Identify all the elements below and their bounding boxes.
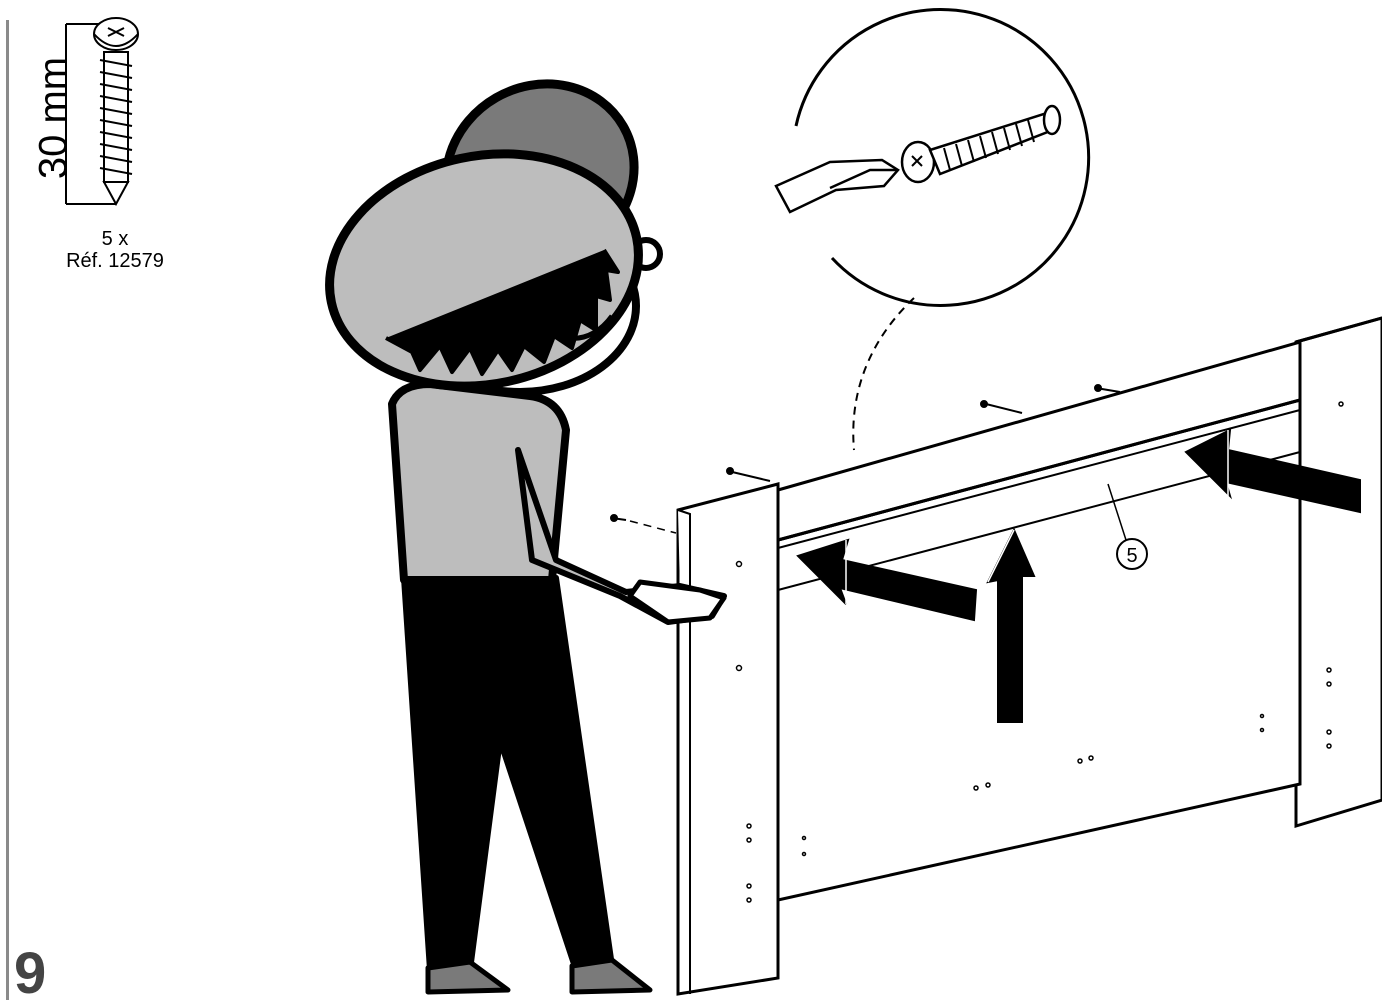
pre-drilled-holes (735, 401, 1344, 903)
screw-reference: Réf. 12579 (66, 250, 164, 272)
part-callout: 5 (1107, 483, 1148, 570)
left-margin-rule (6, 20, 9, 1000)
arrow-icon (796, 428, 1361, 723)
screw-icon (900, 104, 1062, 184)
person-icon (325, 79, 727, 995)
arrow-highlight (845, 430, 1229, 604)
wood-screw-icon (65, 17, 139, 207)
screw-quantity-block: 5 x Réf. 12579 (60, 228, 170, 272)
screwdriver-icon (774, 158, 900, 214)
screw-icon (610, 384, 1121, 534)
screw-quantity: 5 x (101, 228, 129, 250)
step-number: 9 (14, 941, 47, 1006)
headboard-panel (676, 316, 1382, 996)
part-number-5: 5 (1126, 545, 1137, 567)
detail-magnifier (774, 7, 1091, 451)
